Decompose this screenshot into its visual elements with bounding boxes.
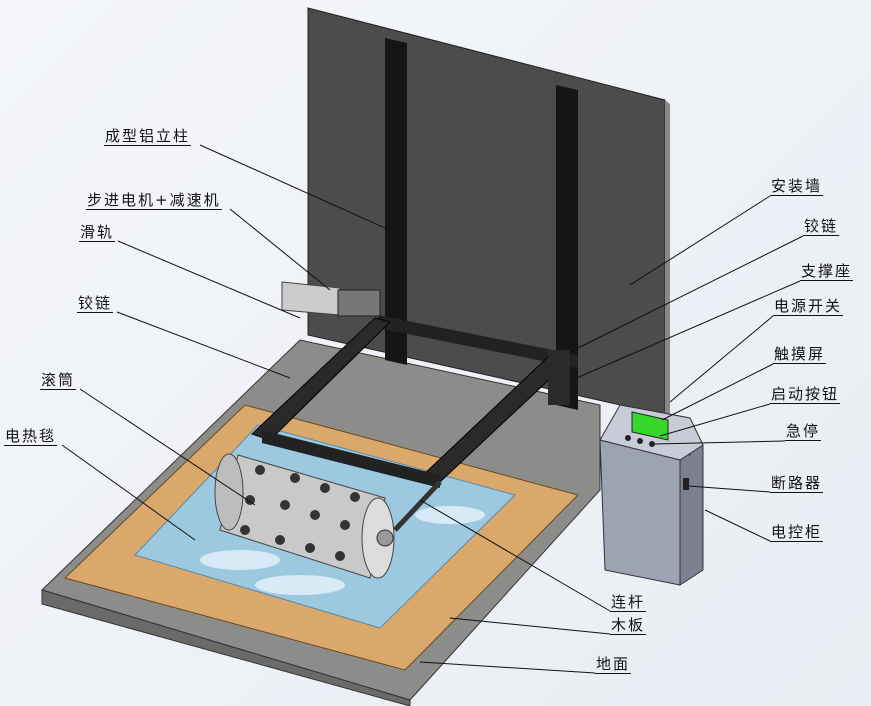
label-link-rod: 连杆 bbox=[610, 593, 647, 612]
label-touchscreen: 触摸屏 bbox=[773, 345, 827, 364]
aluminum-column-right bbox=[556, 85, 578, 410]
label-roller: 滚筒 bbox=[40, 371, 77, 390]
support-seat bbox=[548, 350, 570, 405]
wall-edge bbox=[665, 100, 670, 418]
leader-lines bbox=[61, 144, 804, 674]
cross-beam-bottom bbox=[262, 430, 440, 488]
label-ground: 地面 bbox=[595, 655, 632, 674]
estop-button bbox=[649, 441, 655, 447]
cross-beam-top bbox=[378, 315, 578, 368]
label-electric-blanket: 电热毯 bbox=[4, 427, 58, 446]
label-emergency-stop: 急停 bbox=[785, 422, 822, 441]
label-mounting-wall: 安装墙 bbox=[770, 177, 824, 196]
ground-edge bbox=[41, 589, 411, 706]
label-power-switch: 电源开关 bbox=[773, 297, 844, 316]
label-support-seat: 支撑座 bbox=[800, 262, 854, 281]
label-stepper-motor: 步进电机+减速机 bbox=[86, 191, 222, 210]
label-aluminum-column: 成型铝立柱 bbox=[104, 127, 192, 146]
label-circuit-breaker: 断路器 bbox=[770, 474, 824, 493]
stepper-motor bbox=[281, 281, 341, 316]
label-slide-rail: 滑轨 bbox=[79, 223, 116, 242]
touchscreen bbox=[631, 411, 669, 441]
roller bbox=[214, 453, 395, 579]
label-hinge-left: 铰链 bbox=[77, 294, 114, 313]
label-hinge-right: 铰链 bbox=[803, 217, 840, 236]
circuit-breaker bbox=[683, 478, 689, 490]
label-wood-board: 木板 bbox=[610, 616, 647, 635]
label-electric-cabinet: 电控柜 bbox=[770, 523, 824, 542]
electric-cabinet bbox=[599, 404, 704, 586]
start-button bbox=[625, 435, 631, 441]
aluminum-column-left bbox=[385, 38, 407, 365]
link-rod bbox=[393, 480, 442, 532]
label-start-button: 启动按钮 bbox=[770, 385, 841, 404]
